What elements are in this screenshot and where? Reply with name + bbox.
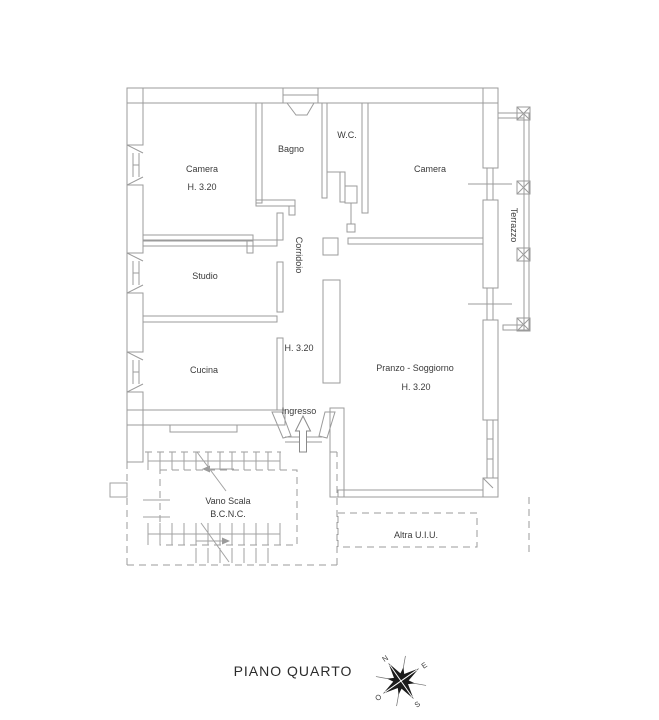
railing-post-icon: [516, 317, 531, 332]
room-label-pranzo-soggiorno: Pranzo - Soggiorno: [376, 363, 454, 373]
room-label-altra-uiu: Altra U.I.U.: [394, 530, 438, 540]
left-wall-windows: [126, 144, 144, 393]
room-label-camera-2: Camera: [414, 164, 446, 174]
railing-post-icon: [516, 106, 531, 121]
plan-title: PIANO QUARTO: [234, 663, 353, 679]
stair-treads-top: [147, 452, 281, 470]
compass-west-label: O: [373, 692, 383, 703]
room-label-camera-1: Camera: [186, 164, 218, 174]
other-unit-outline: [337, 497, 530, 553]
room-label-ingresso: Ingresso: [282, 406, 317, 416]
room-height-corridoio: H. 3.20: [284, 343, 313, 353]
room-label-studio: Studio: [192, 271, 218, 281]
railing-post-icon: [516, 180, 531, 195]
room-label-corridoio: Corridoio: [294, 237, 304, 274]
room-label-terrazzo: Terrazzo: [509, 208, 519, 243]
compass-rose-icon: N E S O: [373, 653, 429, 709]
room-label-cucina: Cucina: [190, 365, 218, 375]
room-height-camera-1: H. 3.20: [187, 182, 216, 192]
room-label-bcnc: B.C.N.C.: [210, 509, 246, 519]
compass-south-label: S: [413, 699, 422, 709]
stairwell: [109, 451, 338, 566]
compass-north-label: N: [380, 653, 390, 663]
room-labels: Camera H. 3.20 Bagno W.C. Camera Terrazz…: [186, 130, 519, 540]
room-label-bagno: Bagno: [278, 144, 304, 154]
stair-direction-arrow-down: [196, 522, 230, 563]
right-wall-openings: [468, 168, 512, 489]
room-height-pranzo-soggiorno: H. 3.20: [401, 382, 430, 392]
room-label-vano-scala: Vano Scala: [205, 496, 250, 506]
outer-walls: [126, 87, 499, 498]
interior-walls: [142, 102, 484, 411]
entrance-arrow-icon: [294, 414, 312, 453]
stair-treads-bottom: [147, 523, 281, 563]
compass-east-label: E: [420, 660, 429, 670]
stair-direction-arrow-up: [196, 451, 234, 492]
terrace-railing: [497, 106, 531, 332]
room-label-wc: W.C.: [337, 130, 357, 140]
railing-post-icon: [516, 247, 531, 262]
